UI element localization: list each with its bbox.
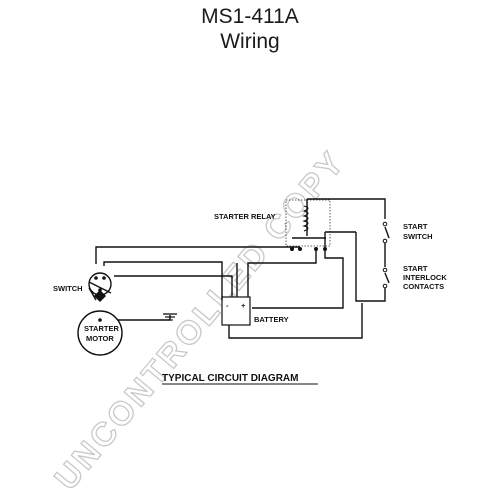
starter-motor — [77, 310, 123, 356]
battery-minus: - — [226, 301, 229, 310]
interlock-label-1: START — [403, 264, 428, 273]
battery-label: BATTERY — [254, 315, 289, 324]
relay-terminal-3 — [314, 247, 318, 251]
starter-motor-label-1: STARTER — [84, 324, 119, 333]
relay-terminal-2 — [298, 247, 302, 251]
starter-relay-box — [285, 199, 331, 247]
relay-coil — [292, 199, 326, 239]
page-subtitle: Wiring — [220, 30, 280, 53]
interlock-label-2: INTERLOCK — [403, 273, 447, 282]
relay-terminal-4 — [323, 247, 327, 251]
starter-motor-label-2: MOTOR — [86, 334, 114, 343]
start-switch-label-2: SWITCH — [403, 232, 433, 241]
interlock-label-3: CONTACTS — [403, 282, 444, 291]
start-switch-label-1: START — [403, 222, 428, 231]
wiring — [95, 198, 390, 339]
battery-box — [221, 296, 251, 326]
diagram-caption: TYPICAL CIRCUIT DIAGRAM — [162, 373, 298, 384]
battery-plus: + — [241, 301, 246, 310]
motor-switch — [88, 272, 112, 302]
switch-label: SWITCH — [53, 284, 83, 293]
starter-relay-label: STARTER RELAY — [214, 212, 276, 221]
page-title: MS1-411A — [201, 5, 299, 28]
